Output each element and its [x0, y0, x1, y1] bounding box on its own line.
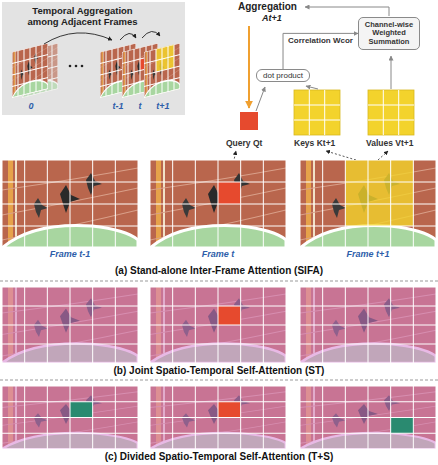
- illustration-part: [294, 90, 340, 135]
- illustration-part: [368, 90, 414, 135]
- frame-image: [150, 287, 286, 363]
- illustration-part: [294, 90, 340, 135]
- query-cell: [240, 112, 258, 130]
- frame-label: Frame t: [150, 249, 286, 259]
- edge-label: Correlation Wcor: [287, 36, 354, 45]
- values-leader: [378, 151, 388, 160]
- illustration-part: [150, 287, 286, 363]
- illustration-part: [150, 160, 286, 248]
- ellipsis-dots: [69, 65, 84, 68]
- illustration-part: [12, 43, 48, 98]
- values-grid: [368, 90, 414, 135]
- query-label: Query Qt: [226, 138, 262, 148]
- illustration-part: [150, 386, 286, 449]
- frame-index: t+1: [143, 101, 183, 111]
- frame-index: 0: [11, 101, 51, 111]
- separator-line: [0, 380, 438, 381]
- illustration-part: [2, 160, 138, 248]
- subfigure-caption: (c) Divided Spatio-Temporal Self-Attenti…: [0, 451, 438, 462]
- frame-thumb: [144, 43, 180, 98]
- illustration-part: [300, 287, 436, 363]
- frame-label: Frame t+1: [300, 249, 436, 259]
- illustration-part: [2, 386, 138, 449]
- output-label: Aggregation: [238, 1, 297, 12]
- frame-image: [150, 386, 286, 449]
- illustration-part: [150, 160, 286, 248]
- illustration-part: [2, 160, 138, 248]
- illustration-part: [300, 386, 436, 449]
- illustration-part: [2, 386, 138, 449]
- summation-arrow: [305, 7, 389, 16]
- illustration-part: [300, 386, 436, 449]
- illustration-part: [218, 182, 241, 204]
- illustration-part: [150, 386, 286, 449]
- illustration-part: [300, 287, 436, 363]
- frame-index: t-1: [98, 101, 138, 111]
- illustration-part: [2, 386, 138, 449]
- frame-thumb: [12, 43, 48, 98]
- summation-box: Channel-wise Weighted Summation: [358, 17, 420, 50]
- illustration-part: [391, 418, 414, 434]
- illustration-part: [2, 287, 138, 363]
- illustration-part: [300, 386, 436, 449]
- frame-image: [300, 287, 436, 363]
- frames-panel: Temporal Aggregation among Adjacent Fram…: [2, 2, 185, 115]
- illustration-part: [12, 43, 48, 98]
- node-text: Channel-wise Weighted Summation: [361, 21, 417, 46]
- temporal-arc: [120, 33, 136, 40]
- values-arrow: [391, 56, 392, 89]
- illustration-part: [150, 386, 286, 449]
- illustration-part: [368, 90, 414, 135]
- illustration-part: [300, 287, 436, 363]
- temporal-arc: [44, 33, 112, 44]
- illustration-part: [2, 287, 138, 363]
- operation-box: dot product: [256, 69, 310, 82]
- values-label: Values Vt+1: [366, 138, 414, 148]
- frame-label: Frame t-1: [2, 249, 138, 259]
- keys-leader: [326, 151, 356, 160]
- illustration-part: [218, 402, 241, 418]
- node-text: Temporal Aggregation among Adjacent Fram…: [20, 6, 145, 28]
- illustration-part: [345, 160, 413, 226]
- illustration-part: [300, 160, 436, 248]
- illustration-part: [81, 65, 84, 68]
- query-arrow: [256, 87, 265, 111]
- panel-ground: [2, 2, 185, 115]
- illustration-part: [70, 402, 93, 418]
- connector-arrow: [283, 33, 358, 69]
- frame-image: [300, 386, 436, 449]
- frame-image: [150, 160, 286, 248]
- separator-line: [0, 281, 438, 282]
- frame-image: [2, 160, 138, 248]
- illustration-part: [75, 65, 78, 68]
- aggregation-arrow: [248, 26, 250, 108]
- subfigure-caption: (a) Stand-alone Inter-Frame Attention (S…: [0, 265, 438, 276]
- subfigure-caption: (b) Joint Spatio-Temporal Self-Attention…: [0, 365, 438, 376]
- illustration-part: [150, 287, 286, 363]
- frame-index: t: [120, 101, 160, 111]
- illustration-part: [69, 65, 72, 68]
- node-text: dot product: [263, 71, 303, 80]
- symbol-label: At+1: [262, 13, 282, 23]
- illustration-part: [144, 43, 180, 98]
- keys-grid: [294, 90, 340, 135]
- illustration-part: [144, 43, 180, 98]
- frame-image: [2, 386, 138, 449]
- keys-arrow: [306, 86, 318, 89]
- temporal-arc: [142, 31, 160, 38]
- illustration-part: [300, 160, 436, 248]
- illustration-part: [150, 287, 286, 363]
- illustration-part: [2, 287, 138, 363]
- frame-image: [2, 287, 138, 363]
- frame-image: [300, 160, 436, 248]
- keys-label: Keys Kt+1: [294, 138, 335, 148]
- illustration-part: [218, 306, 241, 325]
